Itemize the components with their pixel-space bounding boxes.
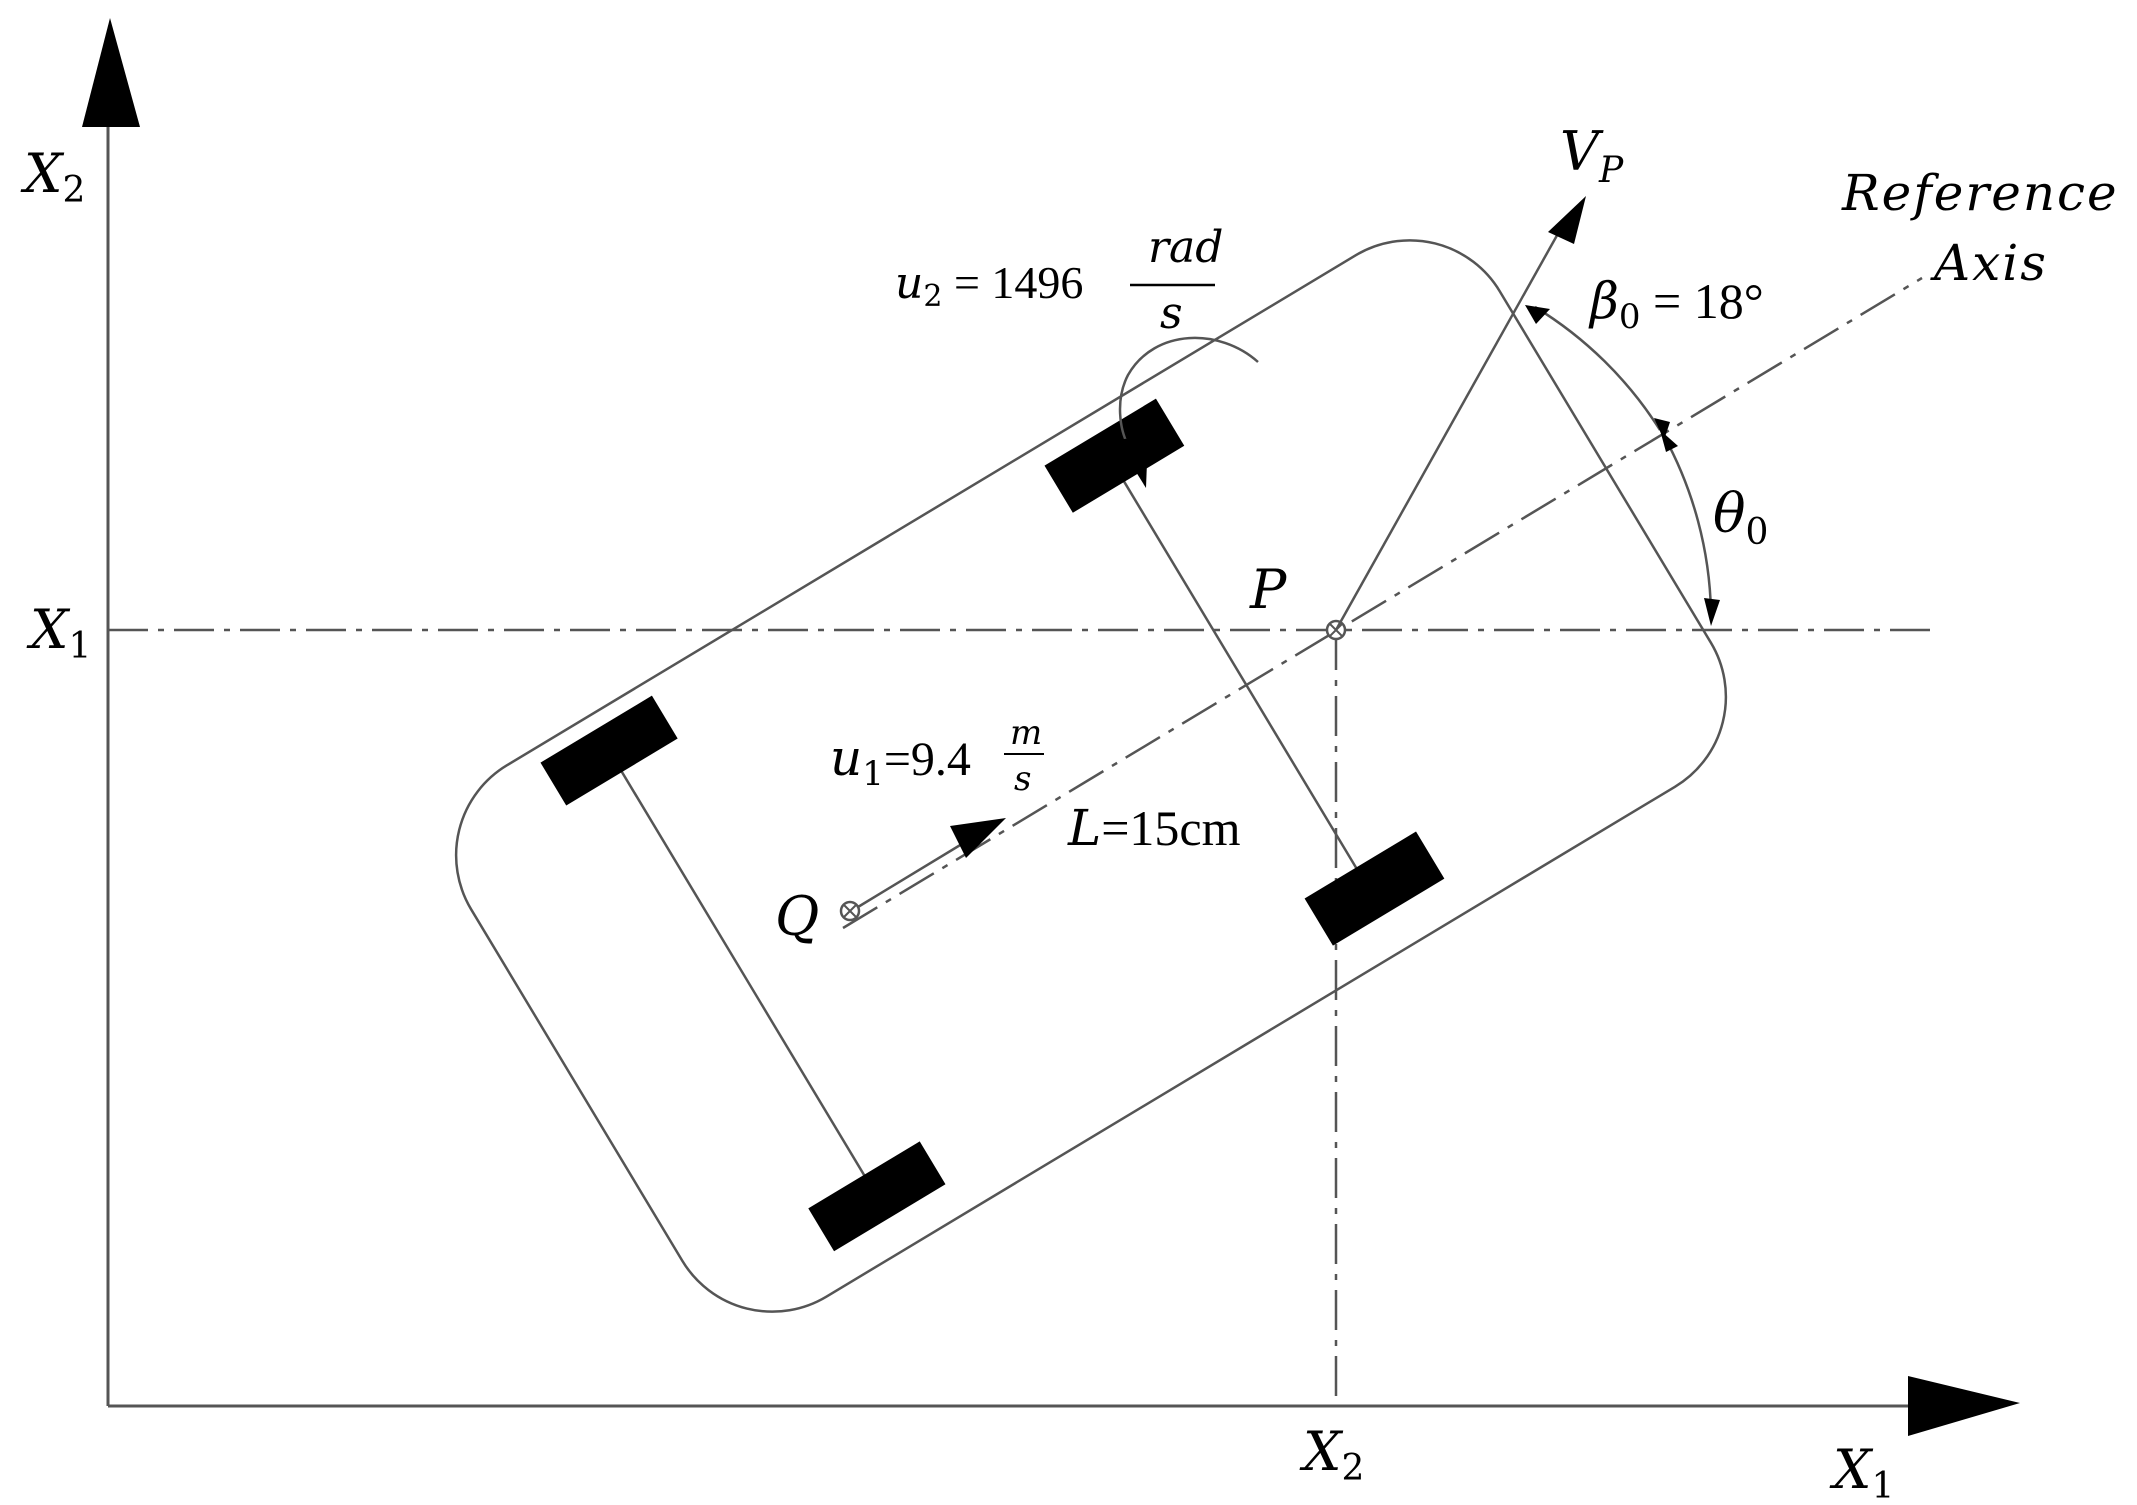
- x1-reference-label: X1: [26, 598, 91, 667]
- reference-axis-line: [842, 276, 1923, 930]
- beta-arc: [1534, 305, 1662, 431]
- robot: [454, 239, 1728, 1313]
- point-q-marker: [839, 900, 861, 922]
- svg-text:u1=9.4: u1=9.4: [830, 729, 971, 794]
- theta-arc: [1662, 435, 1713, 613]
- u1-arrow: [857, 818, 1006, 909]
- rear-right-wheel: [808, 1141, 946, 1252]
- u2-rotation-arrow: [1116, 336, 1259, 488]
- reference-axis-label-line2: Axis: [1930, 234, 2048, 292]
- svg-text:u2 = 1496: u2 = 1496: [895, 257, 1083, 314]
- x2-reference-label: X2: [1299, 1420, 1364, 1489]
- horizontal-axis-arrowhead: [1908, 1376, 2020, 1436]
- front-axle: [1120, 476, 1360, 873]
- svg-text:rad: rad: [1148, 222, 1223, 273]
- u2-label: u2 = 1496 rad s: [895, 222, 1223, 339]
- u1-label: u1=9.4 m s: [830, 713, 1044, 799]
- theta-arrowhead-top: [1660, 430, 1678, 452]
- rear-left-wheel: [540, 695, 678, 806]
- u2-arrowhead: [1116, 436, 1148, 488]
- coordinate-axes: [82, 18, 2020, 1436]
- u1-arrowhead: [950, 818, 1006, 858]
- velocity-arrowhead: [1548, 196, 1586, 244]
- theta-label: θ0: [1713, 482, 1768, 553]
- beta-arrowhead-top: [1525, 305, 1550, 324]
- svg-text:s: s: [1014, 759, 1031, 799]
- reference-axis-label-line1: Reference: [1841, 164, 2119, 222]
- vertical-axis-arrowhead: [82, 18, 140, 127]
- beta-arrowhead-bottom: [1654, 418, 1670, 440]
- beta-label: β0 = 18°: [1588, 272, 1764, 337]
- rear-axle: [613, 758, 878, 1197]
- svg-text:s: s: [1160, 288, 1183, 339]
- horizontal-axis-label: X1: [1829, 1438, 1894, 1505]
- length-label: L=15cm: [1067, 799, 1241, 857]
- front-left-wheel: [1044, 398, 1185, 513]
- point-q-label: Q: [775, 885, 819, 948]
- point-p-label: P: [1249, 558, 1288, 621]
- velocity-label: VP: [1560, 120, 1624, 191]
- reference-lines: [108, 276, 1935, 1406]
- front-right-wheel: [1304, 831, 1445, 946]
- velocity-vector: [1334, 196, 1586, 631]
- theta-arrowhead-bottom: [1704, 598, 1720, 626]
- svg-text:m: m: [1010, 713, 1042, 753]
- robot-body: [454, 239, 1728, 1313]
- vertical-axis-label: X2: [20, 142, 85, 211]
- angle-arcs: [1525, 305, 1720, 626]
